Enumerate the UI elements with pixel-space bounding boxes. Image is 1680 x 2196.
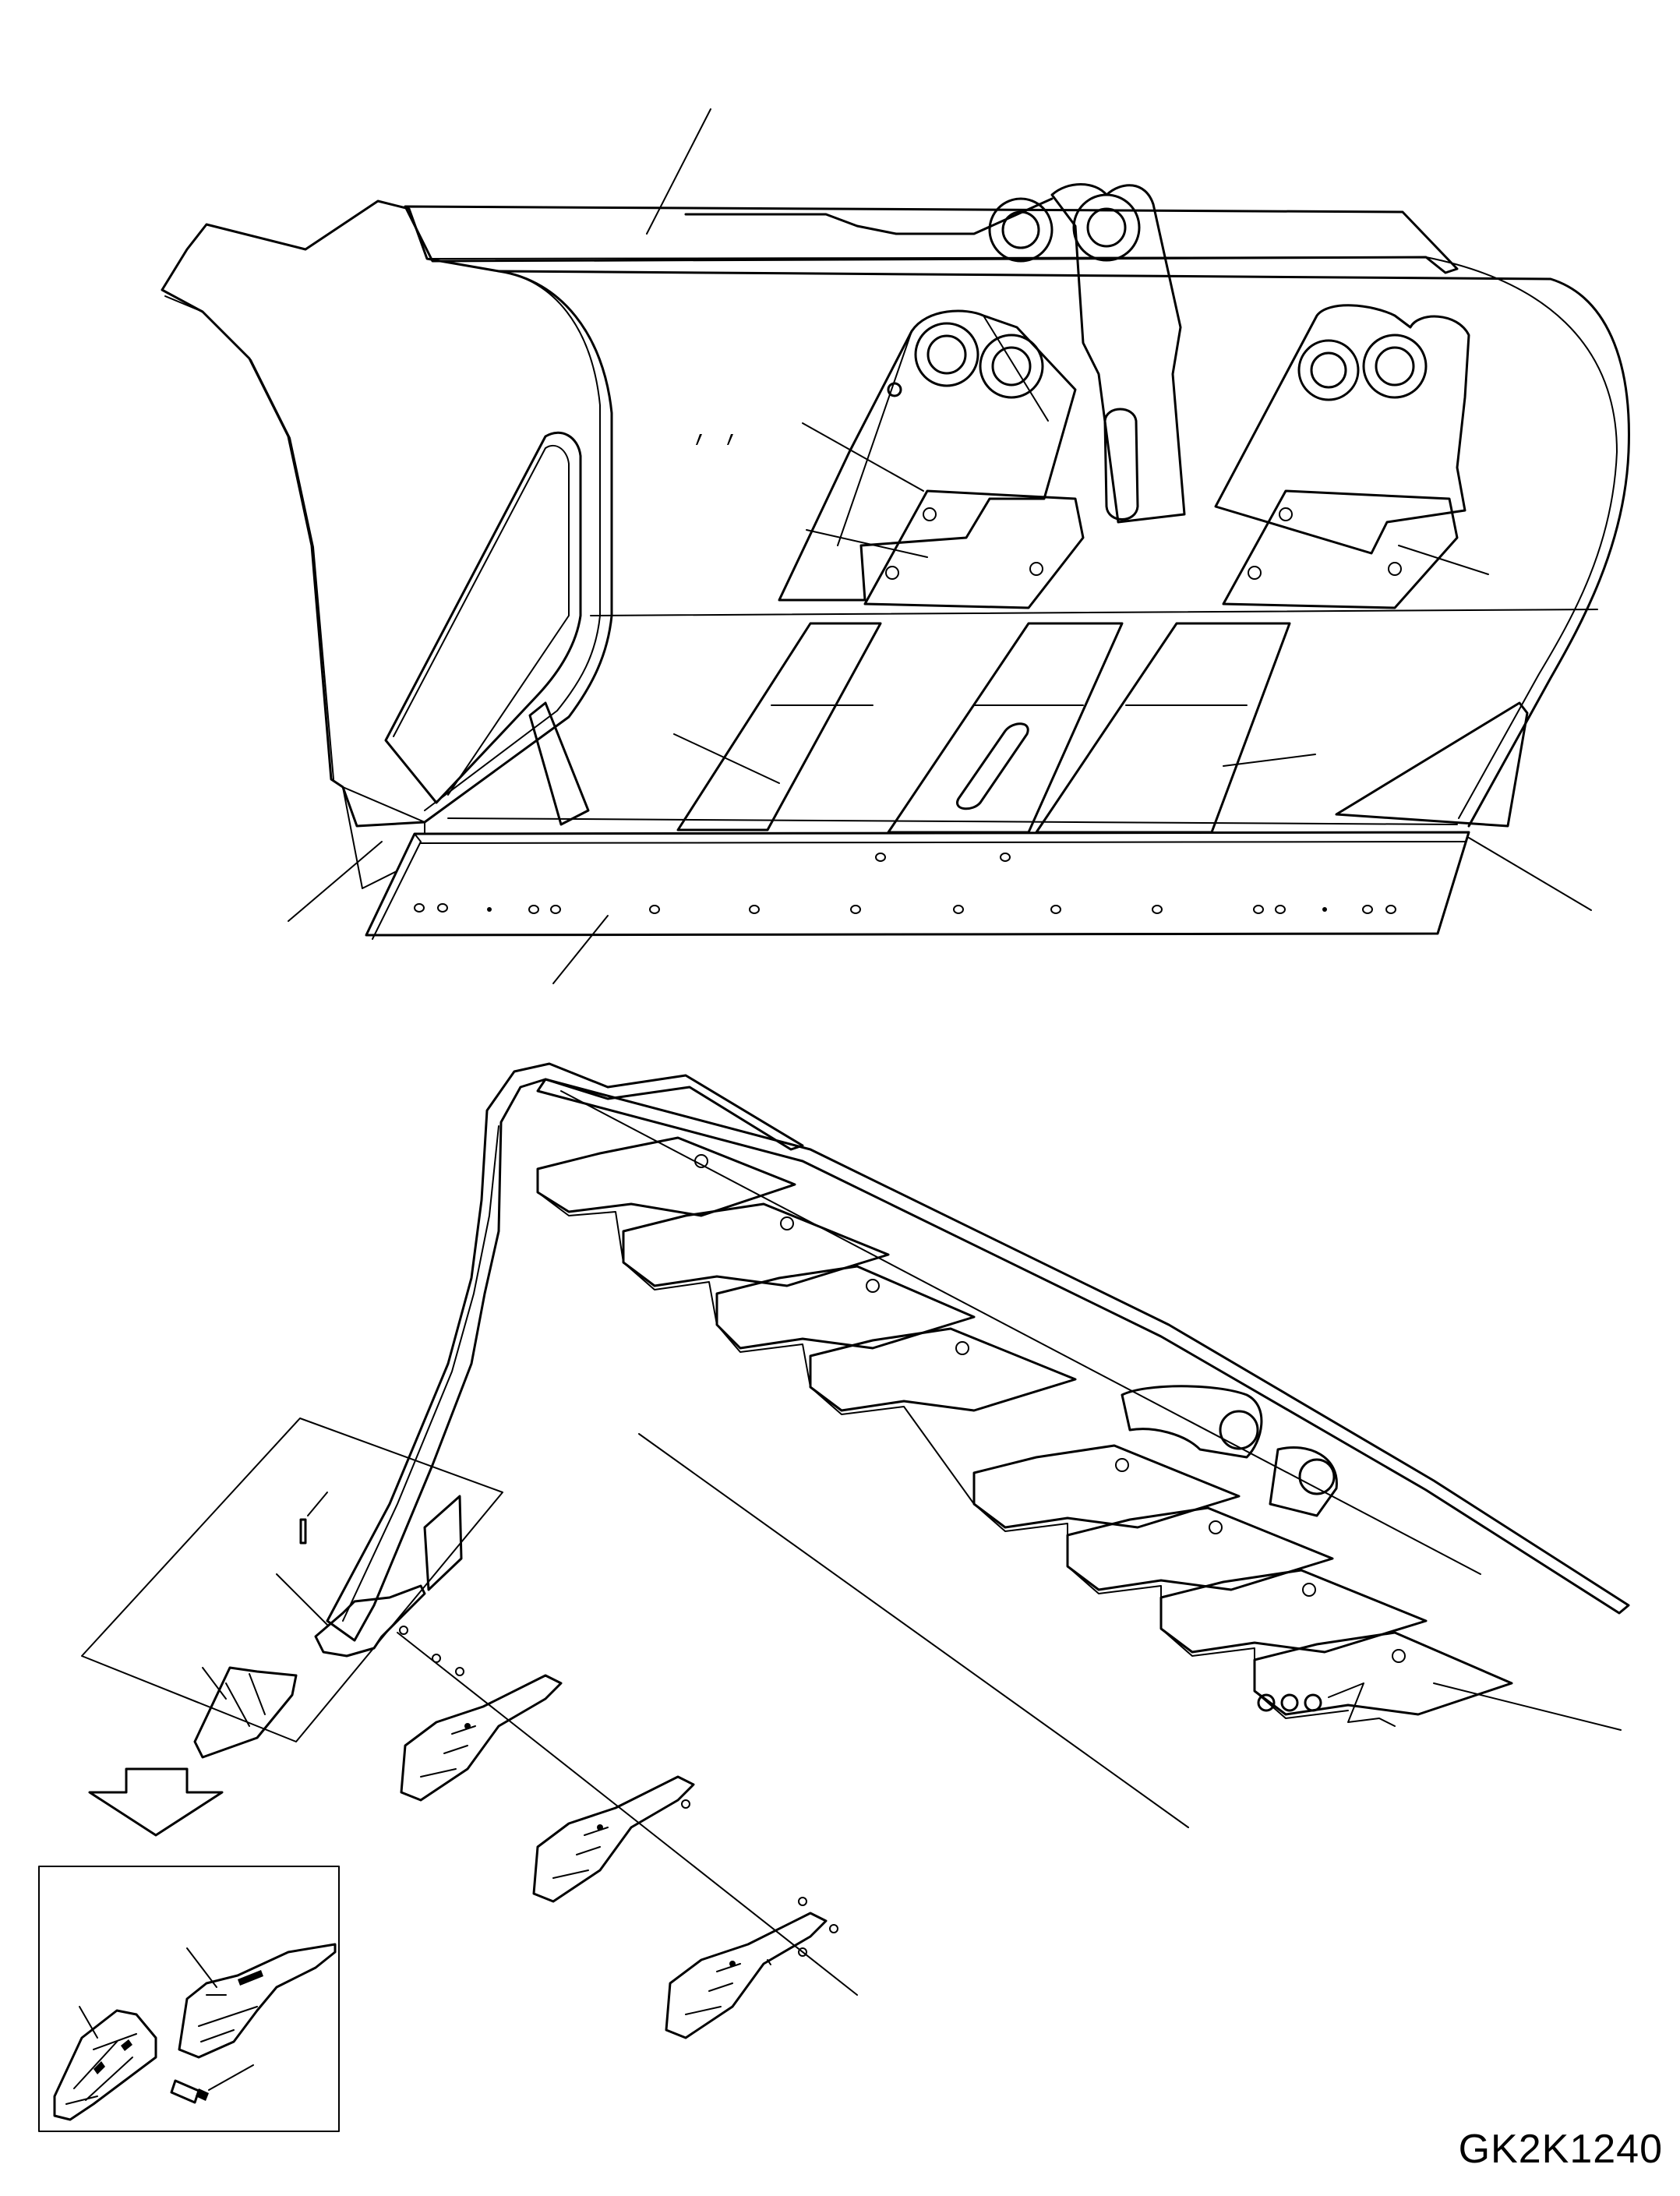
- bucket-callout-leaders: [288, 108, 1592, 984]
- bucket-teeth-detail-view: [81, 1062, 1630, 2039]
- end-bolt-1: [1257, 1693, 1276, 1712]
- left-boss-bracket-inner: [837, 315, 1049, 546]
- center-pin-boss-1: [988, 197, 1054, 263]
- top-plate-edge: [426, 256, 1427, 259]
- bucket-assembly-view: [161, 108, 1630, 984]
- bucket-floor-front-line: [447, 817, 1458, 825]
- grease-fitting: [887, 382, 902, 397]
- end-bolt-2: [1280, 1693, 1299, 1712]
- center-strap: [887, 622, 1124, 834]
- right-pin-boss-2: [1362, 334, 1428, 399]
- center-bracket-slot: [1103, 408, 1139, 521]
- left-side-plate: [161, 199, 613, 828]
- right-pin-boss-1-hole: [1310, 351, 1347, 389]
- center-pin-boss-2: [1072, 193, 1141, 262]
- drawing-code: GK2K1240: [1458, 2127, 1663, 2172]
- bucket-back-curve-inner: [1425, 256, 1618, 819]
- right-strap: [1035, 622, 1291, 834]
- center-strap-slot: [956, 722, 1029, 810]
- bucket-floor-line: [590, 609, 1598, 616]
- cutting-edge-bolt-holes: [414, 853, 1396, 914]
- inset-pin: [170, 2079, 200, 2104]
- left-wear-liner: [384, 431, 582, 804]
- left-gusset: [528, 701, 590, 826]
- left-wear-liner-inner: [393, 444, 570, 796]
- lock-pin: [299, 1518, 307, 1545]
- end-bolt-3: [1304, 1693, 1322, 1712]
- box-adapter: [314, 1584, 426, 1658]
- left-boss-bracket: [778, 309, 1077, 602]
- bucket-back-curve: [497, 270, 1630, 828]
- right-gusset: [1335, 701, 1529, 828]
- right-pin-boss-1: [1297, 339, 1360, 401]
- right-boss-bracket: [1214, 304, 1470, 555]
- left-lower-plate: [863, 489, 1085, 609]
- top-plate: [404, 205, 1459, 274]
- left-side-plate-edge: [424, 258, 601, 811]
- left-pin-boss-1-hole: [926, 334, 967, 375]
- side-bracket: [423, 1495, 463, 1591]
- beam-hinge-boss-2: [1269, 1446, 1338, 1517]
- down-arrow-icon: [88, 1767, 224, 1837]
- center-pin-boss-2-hole: [1086, 207, 1127, 248]
- side-plate-inner: [342, 1125, 499, 1622]
- left-pin-boss-2: [979, 334, 1044, 399]
- inset-tooth: [178, 1943, 337, 2059]
- right-pin-boss-2-hole: [1375, 346, 1415, 387]
- inset-frame: [38, 1866, 340, 2132]
- rear-beam: [536, 1078, 1630, 1615]
- serrated-lip: [537, 1192, 1349, 1719]
- teeth-row: [400, 1674, 828, 2039]
- cutting-edge: [365, 831, 1470, 937]
- rear-beam-line: [1433, 1682, 1622, 1731]
- top-plate-saw-edge: [684, 197, 1054, 235]
- tooth-adapter-inset-view: [38, 1866, 340, 2132]
- edge-adapter-row: [536, 1136, 1513, 1716]
- left-strap: [676, 622, 882, 831]
- detail-box: [81, 1418, 503, 1742]
- right-lower-plate: [1222, 489, 1459, 609]
- lip-line: [397, 1632, 858, 1996]
- side-plate-profile: [326, 1062, 804, 1642]
- cutting-edge-front: [420, 841, 1466, 844]
- box-tooth: [193, 1666, 298, 1759]
- rear-beam-top: [560, 1090, 1481, 1575]
- inset-adapter: [53, 2009, 157, 2121]
- cutting-edge-top: [365, 833, 422, 940]
- beam-hinge-boss: [1121, 1385, 1263, 1459]
- center-hinge-bracket: [1050, 183, 1186, 524]
- left-pin-boss-2-hole: [991, 346, 1032, 387]
- left-side-plate-rim: [164, 295, 334, 780]
- left-pin-boss-1: [914, 322, 979, 387]
- teeth-leader-long: [638, 1433, 1189, 1828]
